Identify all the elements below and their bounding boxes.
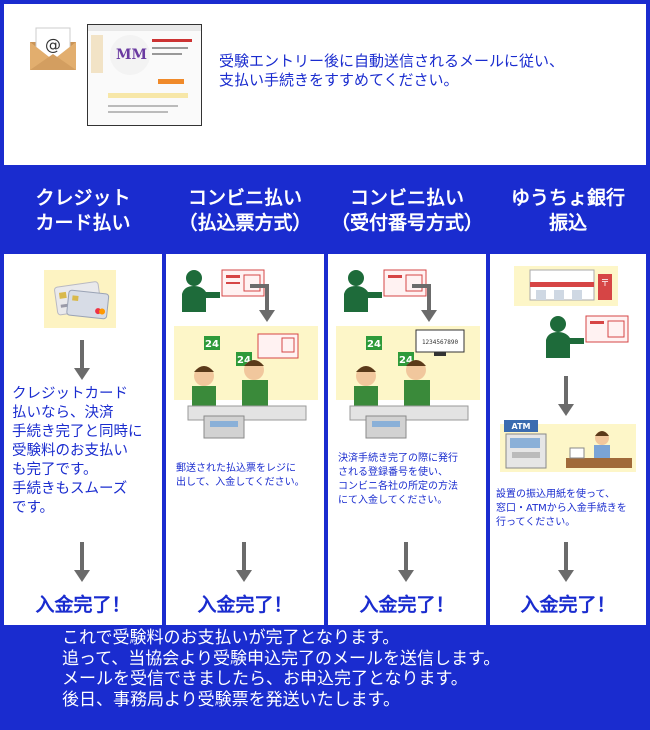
payment-complete-label: 入金完了！ [197, 594, 293, 616]
description-line: 行ってください。 [496, 517, 576, 528]
column-title-line-1: ゆうちょ銀行 [510, 187, 625, 209]
convenience-store-counter-icon: 24 24 1234567890 [336, 326, 480, 439]
post-office-building-icon: 〒 [514, 266, 618, 306]
column-title-line-2: カード払い [35, 212, 131, 234]
intro-line-1: 受験エントリー後に自動送信されるメールに従い、 [219, 52, 565, 70]
intro-panel: @ MM 受験エントリー後に自動送信されるメールに従い、 支払い手続きをすすめて… [4, 4, 646, 165]
credit-card-icon [44, 270, 116, 328]
payment-page-screenshot: MM [87, 24, 202, 126]
description-line: コンビニ各社の所定の方法 [338, 481, 458, 492]
column-title-line-1: コンビニ払い [349, 187, 464, 209]
store-sign-text: 24 [237, 355, 251, 366]
column-title: コンビニ払い （受付番号方式） [328, 170, 486, 252]
column-title: ゆうちょ銀行振込 [490, 170, 646, 252]
payment-complete-label: 入金完了！ [359, 594, 455, 616]
down-arrow-icon [74, 340, 90, 380]
description-line: 郵送された払込票をレジに [176, 463, 296, 474]
column-title-line-2: （払込票方式） [178, 212, 312, 234]
bent-arrow-icon [412, 284, 437, 322]
column-body: 24 24 郵送された払込票をレジに 出して、入金してください。 入 [166, 254, 324, 625]
description-line: 手続きもスムーズ [12, 481, 128, 497]
down-arrow-icon [236, 542, 252, 582]
store-sign-text: 24 [205, 339, 219, 350]
down-arrow-icon [558, 542, 574, 582]
credit-card-description: クレジットカード 払いなら、決済 手続き完了と同時に 受験料のお支払い も完了で… [12, 385, 158, 518]
mm-logo: MM [116, 47, 147, 63]
convenience-store-counter-icon: 24 24 [174, 326, 318, 439]
description-line: にて入金してください。 [338, 495, 448, 506]
summary-text: これで受験料のお支払いが完了となります。 追って、当協会より受験申込完了のメール… [62, 628, 500, 710]
store-sign-text: 24 [399, 355, 413, 366]
down-arrow-icon [74, 542, 90, 582]
bank-description: 設置の振込用紙を使って、 窓口・ATMから入金手続きを 行ってください。 [496, 488, 644, 530]
description-line: です。 [12, 500, 55, 516]
bent-arrow-icon [250, 284, 275, 322]
column-title: クレジットカード払い [4, 170, 162, 252]
summary-line-3: メールを受信できましたら、お申込完了となります。 [62, 669, 468, 689]
intro-text: 受験エントリー後に自動送信されるメールに従い、 支払い手続きをすすめてください。 [219, 52, 564, 90]
description-line: クレジットカード [12, 386, 128, 402]
svg-text:@: @ [45, 35, 61, 54]
column-credit-card: クレジットカード払い クレジットカード 払いなら、決済 [4, 170, 162, 625]
column-title-line-2: （受付番号方式） [330, 212, 483, 234]
slip-description: 郵送された払込票をレジに 出して、入金してください。 [176, 462, 322, 490]
store-sign-text: 24 [367, 339, 381, 350]
column-title-line-1: コンビニ払い [187, 187, 302, 209]
description-line: される登録番号を使い、 [338, 467, 448, 478]
description-line: 受験料のお支払い [12, 443, 128, 459]
description-line: 払いなら、決済 [12, 405, 114, 421]
summary-line-1: これで受験料のお支払いが完了となります。 [62, 628, 400, 648]
column-title: コンビニ払い （払込票方式） [166, 170, 324, 252]
column-body: 24 24 1234567890 決済手続き完了の際に発行 される登録番号を使い… [328, 254, 486, 625]
payment-complete-label: 入金完了！ [35, 594, 131, 616]
description-line: 設置の振込用紙を使って、 [496, 489, 615, 500]
person-with-slip-icon [344, 269, 427, 312]
column-convenience-slip: コンビニ払い （払込票方式） 24 24 [166, 170, 324, 625]
receipt-number-display: 1234567890 [422, 339, 459, 346]
mail-envelope-icon: @ [30, 27, 76, 70]
description-line: も完了です。 [12, 462, 98, 478]
column-body: クレジットカード 払いなら、決済 手続き完了と同時に 受験料のお支払い も完了で… [4, 254, 162, 625]
svg-text:〒: 〒 [600, 279, 609, 289]
atm-and-teller-icon: ATM [500, 420, 636, 472]
description-line: 出して、入金してください。 [176, 477, 305, 488]
description-line: 決済手続き完了の際に発行 [338, 453, 458, 464]
column-title-line-1: クレジット [35, 187, 131, 209]
summary-line-2: 追って、当協会より受験申込完了のメールを送信します。 [62, 648, 501, 669]
column-body: 〒 ATM [490, 254, 646, 625]
atm-label: ATM [512, 422, 531, 431]
person-with-slip-icon [546, 315, 629, 358]
summary-line-4: 後日、事務局より受験票を発送いたします。 [62, 689, 400, 710]
column-post-bank: ゆうちょ銀行振込 〒 [490, 170, 646, 625]
intro-line-2: 支払い手続きをすすめてください。 [219, 71, 459, 89]
person-with-slip-icon [182, 269, 265, 312]
description-line: 窓口・ATMから入金手続きを [496, 503, 627, 514]
down-arrow-icon [398, 542, 414, 582]
down-arrow-icon [558, 376, 574, 416]
number-description: 決済手続き完了の際に発行 される登録番号を使い、 コンビニ各社の所定の方法 にて… [338, 452, 484, 508]
column-title-line-2: 振込 [548, 212, 587, 234]
column-convenience-number: コンビニ払い （受付番号方式） 24 24 1234567890 [328, 170, 486, 625]
description-line: 手続き完了と同時に [12, 424, 143, 440]
payment-complete-label: 入金完了！ [520, 594, 616, 616]
